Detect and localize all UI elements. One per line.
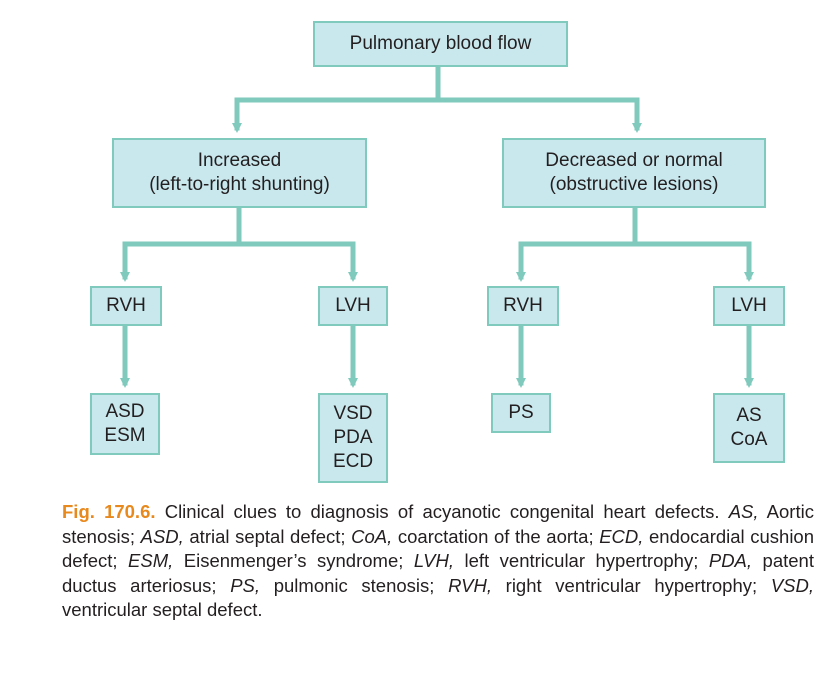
caption-term-abbr: LVH, (413, 550, 454, 571)
dec-rvh-defects-box: PS (491, 393, 551, 433)
caption-term-definition: atrial septal defect; (183, 525, 352, 547)
caption-term-abbr: ESM, (128, 550, 174, 571)
caption-term-definition: Aortic stenosis; (62, 501, 814, 547)
caption-term-abbr: CoA, (351, 525, 393, 547)
caption-intro: Clinical clues to diagnosis of acyanotic… (155, 501, 729, 522)
caption-term-abbr: RVH, (448, 574, 492, 596)
dec-rvh-box: RVH (487, 286, 559, 326)
figure-label: Fig. 170.6. (62, 501, 156, 522)
increased-box: Increased (left-to-right shunting) (112, 138, 367, 208)
caption-term-abbr: VSD, (770, 574, 815, 596)
caption-term-definition: patent ductus arteriosus; (62, 550, 814, 596)
caption-term-definition: endocardial cushion defect; (62, 525, 815, 572)
flowchart-connectors (120, 63, 754, 388)
inc-lvh-defects-box: VSD PDA ECD (318, 393, 388, 483)
caption-term-abbr: ECD, (599, 525, 644, 547)
caption-term-abbr: ASD, (140, 525, 184, 547)
caption-term-definition: right ventricular hypertrophy; (491, 574, 771, 596)
caption-term-definition: left ventricular hypertrophy; (453, 550, 709, 571)
figure-caption: Fig. 170.6. Clinical clues to diagnosis … (62, 500, 814, 623)
caption-term-definition: coarctation of the aorta; (392, 525, 600, 547)
decreased-box: Decreased or normal (obstructive lesions… (502, 138, 766, 208)
dec-lvh-defects-box: AS CoA (713, 393, 785, 463)
root-box: Pulmonary blood flow (313, 21, 568, 67)
inc-rvh-box: RVH (90, 286, 162, 326)
caption-term-definition: ventricular septal defect. (62, 599, 263, 620)
caption-terms: AS, Aortic stenosis; ASD, atrial septal … (62, 501, 814, 620)
caption-term-definition: Eisenmenger’s syndrome; (173, 550, 414, 571)
caption-term-abbr: PS, (230, 574, 261, 596)
dec-lvh-box: LVH (713, 286, 785, 326)
caption-term-abbr: AS, (728, 501, 759, 522)
inc-rvh-defects-box: ASD ESM (90, 393, 160, 455)
caption-term-definition: pulmonic stenosis; (260, 574, 449, 596)
inc-lvh-box: LVH (318, 286, 388, 326)
caption-term-abbr: PDA, (708, 550, 753, 571)
